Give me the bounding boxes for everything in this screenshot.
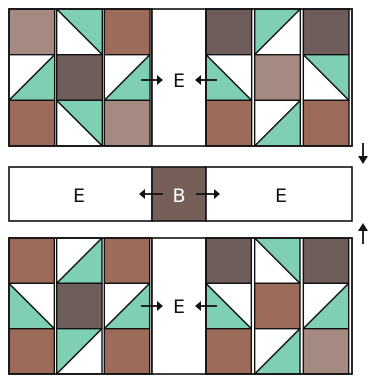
square-patch [57, 283, 102, 328]
square-patch [104, 238, 149, 283]
top-left-nine-patch-block [9, 9, 152, 146]
square-patch [206, 238, 251, 283]
square-patch [255, 55, 301, 101]
top-sashing-label: E [173, 70, 185, 92]
square-patch [104, 9, 150, 55]
top-right-nine-patch-block [206, 9, 352, 146]
middle-center-label: B [172, 185, 185, 207]
square-patch [255, 283, 300, 328]
bottom-right-nine-patch-block [206, 238, 352, 374]
square-patch [9, 329, 54, 374]
bottom-left-nine-patch-block [9, 238, 152, 374]
bottom-sashing-label: E [173, 296, 185, 318]
middle-right-label: E [275, 185, 287, 207]
square-patch [57, 55, 103, 101]
square-patch [303, 100, 349, 146]
square-patch [104, 100, 150, 146]
square-patch [9, 100, 55, 146]
square-patch [104, 329, 149, 374]
square-patch [206, 9, 252, 55]
square-patch [303, 238, 348, 283]
square-patch [9, 9, 55, 55]
arrow-pointing-up [358, 223, 368, 244]
square-patch [303, 9, 349, 55]
middle-left-label: E [73, 185, 85, 207]
square-patch [206, 100, 252, 146]
arrow-pointing-down [358, 143, 368, 164]
square-patch [206, 329, 251, 374]
square-patch [303, 329, 348, 374]
square-patch [9, 238, 54, 283]
